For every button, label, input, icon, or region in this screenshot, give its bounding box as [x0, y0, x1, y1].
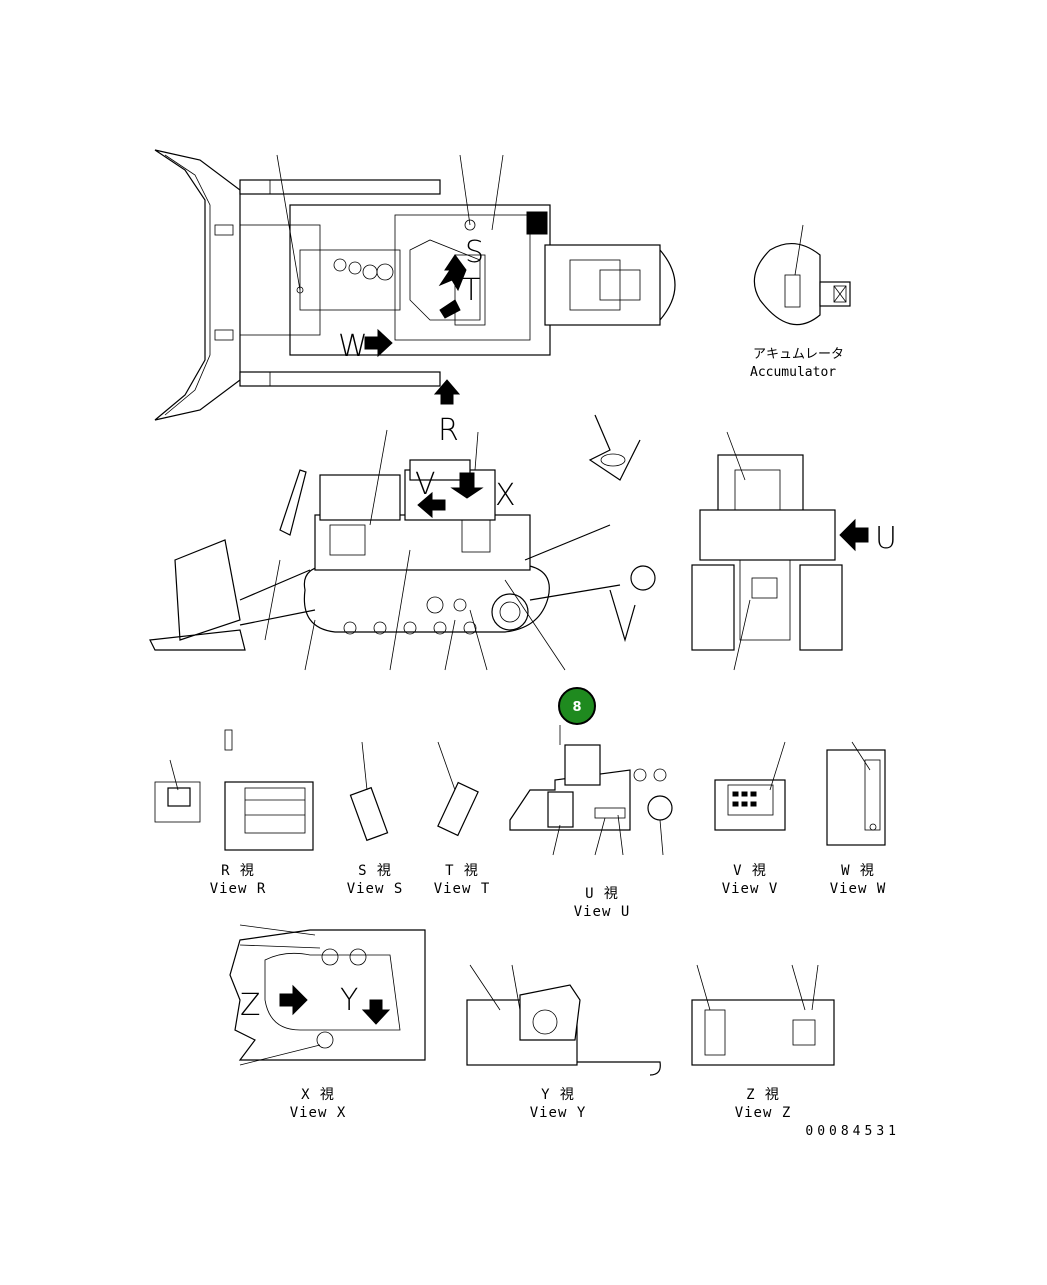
- view-z-caption-jp: Z 視: [746, 1087, 780, 1103]
- view-w-detail: [826, 741, 886, 846]
- top-view-plan: S T W R: [154, 149, 676, 448]
- tag-detail: [588, 414, 641, 481]
- view-u-detail: [509, 725, 673, 856]
- view-x-caption-en: View X: [290, 1105, 347, 1121]
- letter-u-label: U: [875, 521, 897, 556]
- view-y-caption-en: View Y: [530, 1105, 587, 1121]
- view-v-detail: [714, 741, 786, 831]
- accumulator-detail: アキュムレータ Accumulator: [750, 224, 851, 380]
- view-w-caption-en: View W: [830, 881, 887, 897]
- letter-x-label: X: [495, 478, 516, 513]
- view-t-caption-en: View T: [434, 881, 491, 897]
- view-v-caption-en: View V: [722, 881, 779, 897]
- rear-view: U: [691, 431, 897, 671]
- view-u-caption-jp: U 視: [585, 886, 619, 902]
- view-r-detail: [154, 729, 314, 851]
- view-y-caption-jp: Y 視: [541, 1087, 575, 1103]
- view-y-detail: [466, 964, 661, 1076]
- view-v-caption-jp: V 視: [733, 863, 767, 879]
- letter-z-label: Z: [240, 988, 261, 1023]
- view-s-caption-jp: S 視: [358, 863, 392, 879]
- letter-r-label: R: [438, 413, 459, 448]
- view-z-caption-en: View Z: [735, 1105, 792, 1121]
- letter-w-label: W: [338, 329, 368, 364]
- view-t-caption-jp: T 視: [445, 863, 479, 879]
- callout-badge-8[interactable]: 8: [558, 687, 596, 725]
- view-x-detail: Z Y: [229, 924, 426, 1066]
- view-s-detail: [349, 741, 389, 842]
- view-t-detail: [437, 741, 479, 837]
- view-w-caption-jp: W 視: [841, 863, 875, 879]
- letter-y-label: Y: [340, 983, 358, 1018]
- view-s-caption-en: View S: [347, 881, 404, 897]
- accumulator-label-en: Accumulator: [750, 365, 836, 380]
- side-view: V X: [149, 429, 656, 671]
- accumulator-label-jp: アキュムレータ: [753, 347, 844, 362]
- view-r-caption-jp: R 視: [221, 863, 255, 879]
- letter-v-label: V: [415, 467, 436, 502]
- drawing-number: 00084531: [805, 1124, 900, 1139]
- view-z-detail: [691, 964, 835, 1066]
- letter-t-label: T: [462, 273, 480, 308]
- view-r-caption-en: View R: [210, 881, 267, 897]
- callout-number: 8: [572, 700, 581, 715]
- letter-s-label: S: [465, 235, 484, 270]
- view-x-caption-jp: X 視: [301, 1087, 335, 1103]
- view-u-caption-en: View U: [574, 904, 631, 920]
